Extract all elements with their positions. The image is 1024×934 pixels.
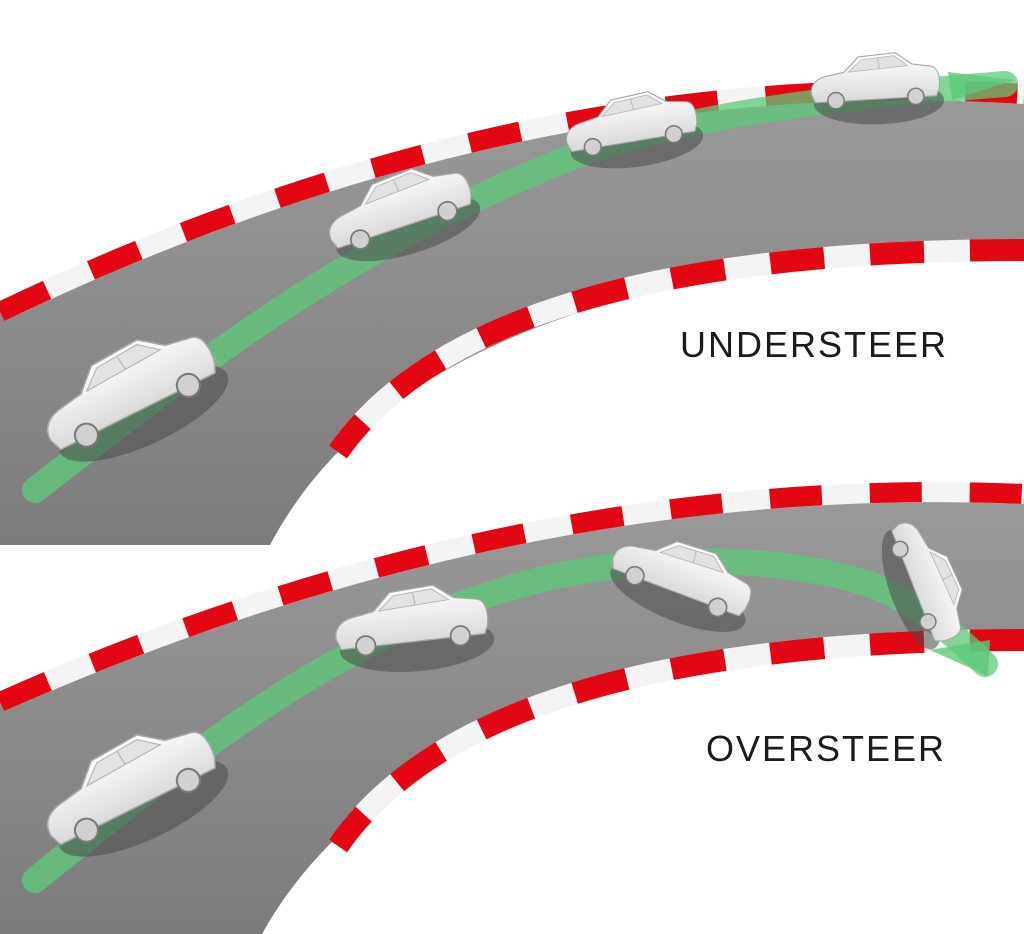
oversteer-label: OVERSTEER — [706, 728, 947, 769]
oversteer-inner-kerb-red — [328, 629, 1024, 853]
understeer-inner-kerb-red — [329, 239, 1024, 459]
understeer-label: UNDERSTEER — [680, 324, 949, 365]
oversteer-outer-kerb-red — [0, 482, 1024, 712]
oversteer-path-arrow — [930, 640, 990, 676]
understeer-car-4 — [809, 50, 946, 128]
oversteer-panel — [0, 482, 1024, 934]
understeer-panel — [0, 50, 1024, 545]
understeer-path-arrow — [948, 72, 1015, 100]
